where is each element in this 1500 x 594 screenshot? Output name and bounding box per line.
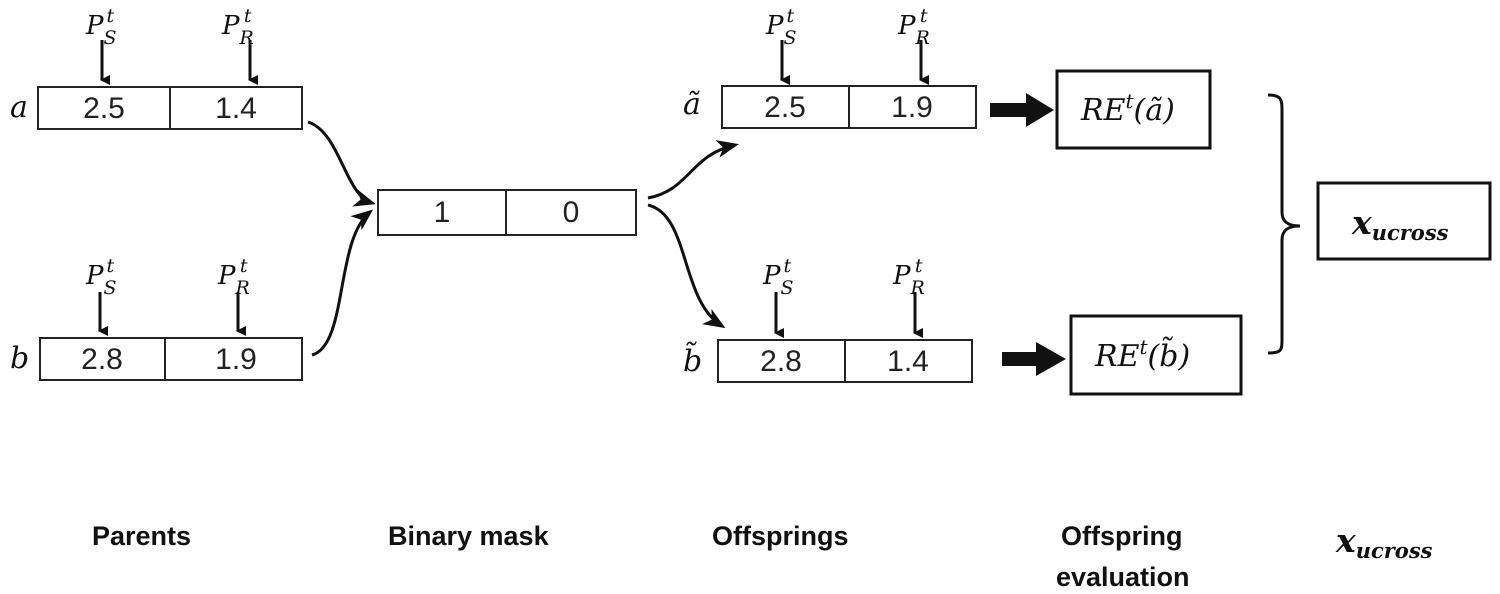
- caption-result: xucross: [1335, 521, 1433, 563]
- block-arrow-icon: [990, 93, 1054, 127]
- offspring-b-gene-1-value: 2.8: [760, 345, 802, 378]
- pr-label: PRt: [217, 255, 250, 299]
- bracket-icon: [1267, 93, 1301, 355]
- caption-evaluation-line1: Offspring: [1061, 521, 1183, 551]
- result-box: [1316, 181, 1492, 261]
- block-arrow-icon: [1002, 342, 1066, 376]
- evaluation-a: REt(ã): [1055, 69, 1212, 150]
- offspring-b-label: b̃: [683, 341, 702, 379]
- parent-a-gene-2-cell: [169, 86, 303, 130]
- result: xucross: [1316, 181, 1492, 261]
- parent-b-label: b: [10, 341, 29, 376]
- caption-evaluation-line2: evaluation: [1056, 562, 1190, 592]
- offspring-b-pr-pointer: PRt: [892, 255, 925, 338]
- offspring-a-gene-2-cell: [848, 85, 977, 129]
- pr-label: PRt: [897, 5, 930, 49]
- offspring-a-pr-pointer: PRt: [897, 5, 930, 85]
- ps-label: PSt: [85, 5, 117, 49]
- evaluation-b-expression: REt(b̃): [1094, 335, 1190, 374]
- offspring-a-gene-2-value: 1.9: [891, 91, 933, 124]
- parent-a-gene-1-value: 2.5: [83, 92, 125, 125]
- curved-arrow-icon: [647, 140, 739, 200]
- parent-b-ps-pointer: PSt: [85, 255, 117, 336]
- offspring-b-gene-2-value: 1.4: [887, 345, 929, 378]
- offspring-b-ps-pointer: PSt: [762, 255, 794, 338]
- ps-label: PSt: [85, 255, 117, 299]
- ps-label: PSt: [765, 5, 797, 49]
- parent-a-pr-pointer: PRt: [221, 5, 258, 85]
- offspring-a-gene-1-value: 2.5: [764, 91, 806, 124]
- offspring-a: ã 2.5 1.9 PSt PRt: [683, 5, 977, 129]
- evaluation-a-box: [1055, 69, 1212, 150]
- caption-offsprings: Offsprings: [712, 521, 849, 551]
- offspring-b: b̃ 2.8 1.4 PSt PRt: [683, 255, 973, 383]
- offspring-b-gene-1-cell: [717, 339, 846, 383]
- parent-a-gene-1-cell: [37, 86, 171, 130]
- evaluation-b-box: [1069, 314, 1243, 396]
- parent-b: b 2.8 1.9 PSt PRt: [10, 255, 303, 381]
- parent-a-ps-pointer: PSt: [85, 5, 117, 85]
- parent-b-gene-2-cell: [164, 337, 303, 381]
- offspring-b-gene-2-cell: [844, 339, 973, 383]
- caption-binary-mask: Binary mask: [388, 521, 550, 551]
- mask-bit-2-value: 0: [563, 196, 580, 229]
- offspring-a-label: ã: [683, 87, 701, 122]
- offspring-a-ps-pointer: PSt: [765, 5, 797, 85]
- mask-bit-1-value: 1: [434, 196, 451, 229]
- evaluation-b: REt(b̃): [1069, 314, 1243, 396]
- curved-arrow-icon: [647, 203, 726, 329]
- parent-a-label: a: [10, 90, 28, 125]
- parent-a: a 2.5 1.4 PSt PRt: [10, 5, 303, 130]
- offspring-a-gene-1-cell: [721, 85, 850, 129]
- parent-b-gene-2-value: 1.9: [215, 343, 257, 376]
- curved-arrow-icon: [311, 209, 374, 357]
- curved-arrow-icon: [307, 120, 376, 207]
- parent-b-pr-pointer: PRt: [217, 255, 250, 336]
- parent-a-gene-2-value: 1.4: [215, 92, 257, 125]
- parent-b-gene-1-value: 2.8: [81, 343, 123, 376]
- ps-label: PSt: [762, 255, 794, 299]
- pr-label: PRt: [892, 255, 925, 299]
- mask-bit-2-cell: [505, 189, 637, 236]
- caption-parents: Parents: [92, 521, 191, 551]
- result-expression: xucross: [1351, 203, 1449, 245]
- evaluation-a-expression: REt(ã): [1080, 89, 1175, 128]
- binary-mask: 1 0: [377, 189, 637, 236]
- mask-bit-1-cell: [377, 189, 507, 236]
